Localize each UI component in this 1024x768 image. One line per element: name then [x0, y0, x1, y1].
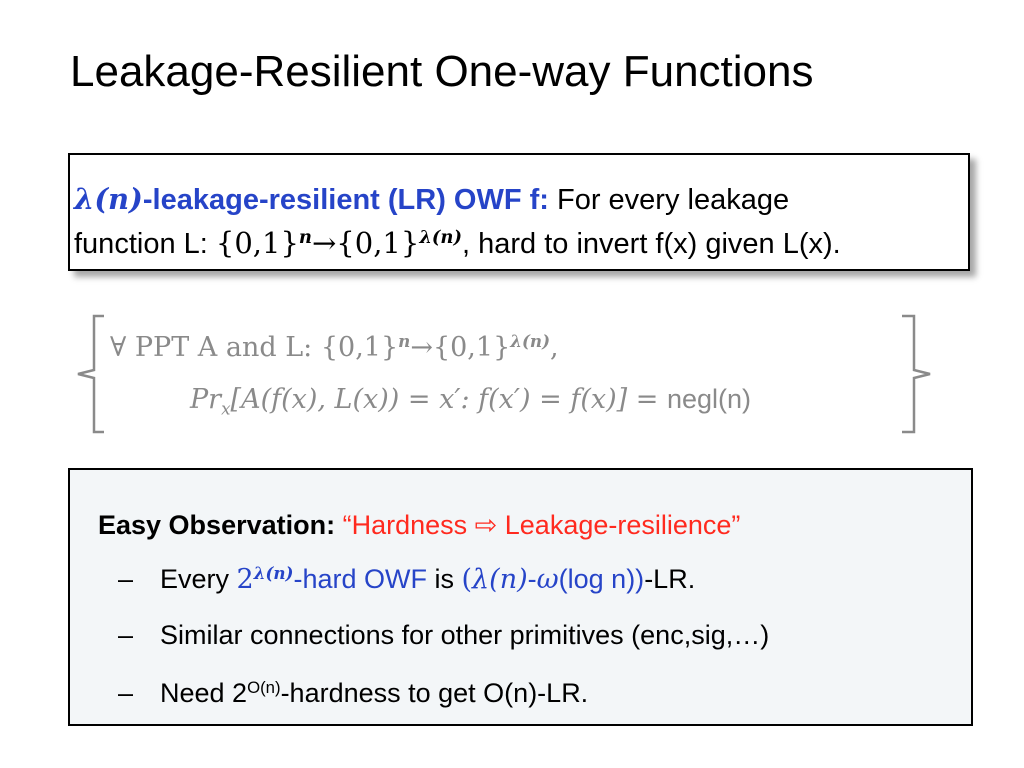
formula-block: ∀ PPT A and L: {0,1}n→{0,1}λ(n), Prx[A(f…: [72, 310, 942, 438]
item1-exp: λ(n): [253, 562, 294, 583]
page-title: Leakage-Resilient One-way Functions: [70, 47, 814, 96]
formula-pr: Pr: [190, 384, 222, 415]
observation-item-1: –Every 2λ(n)-hard OWF is (λ(n)-ω(log n))…: [118, 562, 695, 597]
observation-item-2: –Similar connections for other primitive…: [118, 618, 769, 652]
bullet-dash: –: [118, 620, 134, 650]
formula-expression: [A(f(x), L(x)) = x′: f(x′) = f(x)]: [230, 384, 628, 415]
formula-pr-sub: x: [221, 398, 231, 419]
definition-text-1: For every leakage: [548, 184, 790, 216]
observation-box: Easy Observation: “Hardness ⇨ Leakage-re…: [68, 468, 973, 726]
bullet-dash: –: [118, 564, 134, 594]
item3-pre: Need 2: [160, 678, 248, 708]
item1-is: is: [426, 564, 462, 594]
item3-post: -hardness to get O(n)-LR.: [280, 678, 589, 708]
definition-term: -leakage-resilient (LR) OWF f:: [142, 184, 549, 216]
formula-negl: negl(n): [666, 384, 752, 414]
formula-set-1: {0,1}: [320, 332, 399, 363]
definition-exp-n: n: [298, 227, 312, 249]
definition-exp-lambda: λ(n): [419, 227, 462, 249]
item1-lambda: λ(n): [472, 564, 528, 595]
formula-exp-lambda: λ(n): [510, 330, 550, 351]
item2-text: Similar connections for other primitives…: [160, 620, 770, 650]
brace-svg: [77, 314, 931, 434]
definition-line-1: λ(n)-leakage-resilient (LR) OWF f: For e…: [74, 181, 789, 218]
left-brace: [77, 314, 104, 434]
item1-lr: -LR.: [644, 564, 696, 594]
formula-exp-n: n: [398, 330, 411, 351]
definition-line-2: function L: {0,1}n→{0,1}λ(n), hard to in…: [74, 225, 841, 262]
item1-every: Every: [160, 564, 237, 594]
definition-box: λ(n)-leakage-resilient (LR) OWF f: For e…: [68, 153, 970, 271]
bullet-dash: –: [118, 678, 134, 708]
right-brace: [902, 314, 931, 434]
definition-set-1: {0,1}: [215, 226, 299, 260]
formula-equals: =: [627, 384, 667, 415]
item3-exp: O(n): [247, 677, 281, 697]
item1-minus: -: [527, 564, 537, 594]
definition-text-2-suffix: , hard to invert f(x) given L(x).: [462, 228, 841, 260]
item1-two: 2: [236, 564, 254, 595]
observation-item-3: –Need 2O(n)-hardness to get O(n)-LR.: [118, 676, 588, 710]
observation-heading: Easy Observation: “Hardness ⇨ Leakage-re…: [98, 508, 740, 542]
observation-quote: “Hardness ⇨ Leakage-resilience”: [335, 510, 741, 540]
definition-set-2: {0,1}: [336, 226, 420, 260]
formula-set-2: {0,1}: [432, 332, 511, 363]
formula-arrow: →: [410, 332, 433, 363]
item1-omega: ω: [536, 564, 559, 595]
item1-paren: (: [461, 564, 473, 595]
formula-line-1: ∀ PPT A and L: {0,1}n→{0,1}λ(n),: [110, 330, 559, 365]
formula-comma: ,: [550, 332, 559, 363]
formula-prefix: ∀ PPT A and L:: [110, 332, 321, 363]
definition-text-2-prefix: function L:: [74, 228, 216, 260]
definition-arrow: →: [311, 226, 337, 260]
lambda-n: λ(n): [74, 182, 143, 216]
item1-hard-owf: -hard OWF: [293, 564, 427, 594]
item1-log: (log n)): [558, 564, 645, 594]
formula-line-2: Prx[A(f(x), L(x)) = x′: f(x′) = f(x)] = …: [190, 382, 751, 425]
observation-label: Easy Observation:: [98, 510, 336, 540]
